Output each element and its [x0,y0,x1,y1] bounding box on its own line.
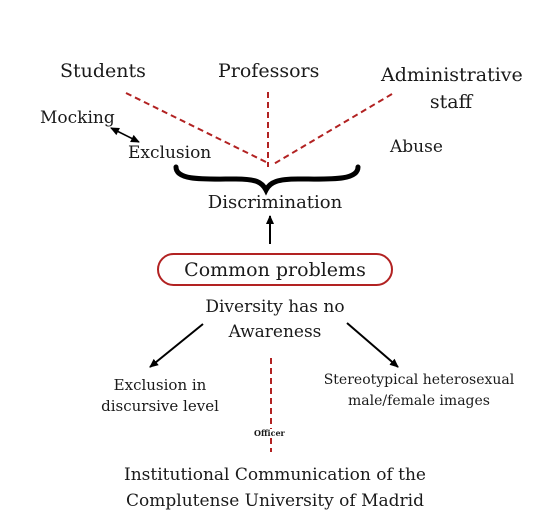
label-stereotypical-line1: Stereotypical heterosexual [323,372,515,388]
label-stereotypical: Stereotypical heterosexual male/female i… [309,370,529,412]
label-exclusion-discursive-line2: discursive level [101,397,219,415]
label-stereotypical-line2: male/female images [348,393,490,409]
label-diversity-awareness: Diversity has no Awareness [175,295,375,345]
label-mocking: Mocking [40,108,115,128]
label-exclusion-discursive: Exclusion in discursive level [90,375,230,417]
label-diversity-line1: Diversity has no [205,297,345,317]
label-exclusion-discursive-line1: Exclusion in [113,376,207,394]
common-problems-box: Common problems [157,253,393,286]
footer-line2: Complutense University of Madrid [126,491,424,511]
label-common-problems: Common problems [184,258,366,281]
arrow-to-exclusion-discursive [149,323,204,368]
footer-institutional-communication: Institutional Communication of the Compl… [95,462,455,514]
dashed-connector-administrative [271,93,393,166]
label-students: Students [60,60,146,82]
label-administrative-staff: Administrative staff [381,62,523,116]
label-discrimination: Discrimination [207,192,343,213]
curly-brace [173,164,361,196]
label-professors: Professors [218,60,320,82]
dashed-connector-students [125,92,269,164]
footer-line1: Institutional Communication of the [124,465,426,485]
label-administrative-line1: Administrative [381,64,523,86]
label-exclusion: Exclusion [128,143,212,163]
mocking-exclusion-arrow [110,127,140,143]
label-abuse: Abuse [390,137,443,157]
arrow-to-stereotypical [346,322,399,368]
label-administrative-line2: staff [429,91,473,113]
label-diversity-line2: Awareness [228,322,322,342]
label-officer: Officer [253,428,286,438]
